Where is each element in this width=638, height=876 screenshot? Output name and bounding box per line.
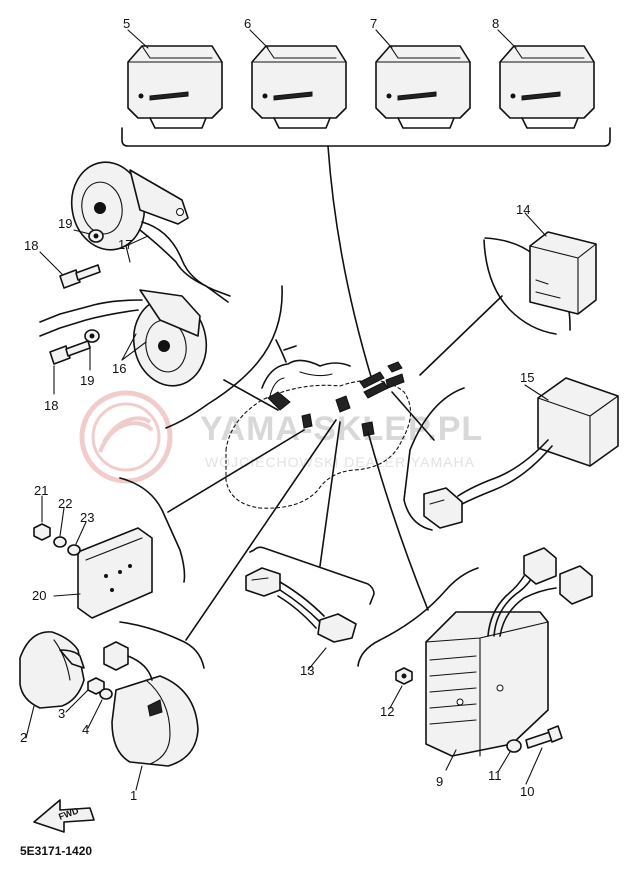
watermark-logo (79, 390, 173, 484)
rectifier-9 (357, 547, 593, 771)
callout-18-lower: 18 (44, 398, 58, 413)
callout-4: 4 (82, 722, 89, 737)
watermark: YAMA-SKLEP.PL WOJCIECHOWSKI DEALER YAMAH… (79, 390, 483, 484)
callout-13: 13 (300, 663, 314, 678)
callout-19-upper: 19 (58, 216, 72, 231)
callout-5: 5 (123, 16, 130, 31)
nuts-3-4 (65, 677, 113, 729)
callout-6: 6 (244, 16, 251, 31)
fuel-unit-1 (103, 621, 205, 791)
bolt-washer-lower (49, 329, 100, 395)
watermark-title: YAMA-SKLEP.PL (200, 410, 483, 448)
relay-group-bracket (121, 127, 611, 381)
horn-17 (70, 161, 231, 303)
callout-20: 20 (32, 588, 46, 603)
callout-16: 16 (112, 361, 126, 376)
watermark-subtitle: WOJCIECHOWSKI DEALER YAMAHA (205, 454, 475, 470)
license-bracket (119, 477, 186, 583)
callout-2: 2 (20, 730, 27, 745)
callout-18-upper: 18 (24, 238, 38, 253)
callout-23: 23 (80, 510, 94, 525)
callout-12: 12 (380, 704, 394, 719)
callout-8: 8 (492, 16, 499, 31)
callout-17: 17 (118, 237, 132, 252)
callout-7: 7 (370, 16, 377, 31)
callout-14: 14 (516, 202, 530, 217)
horn-16 (39, 289, 208, 387)
callout-11: 11 (488, 768, 502, 783)
callout-3: 3 (58, 706, 65, 721)
callout-9: 9 (436, 774, 443, 789)
diagram-code: 5E3171-1420 (20, 844, 92, 858)
relay-6 (251, 45, 347, 129)
fasteners-21-22-23 (33, 495, 87, 556)
control-unit-15 (391, 377, 619, 531)
fasteners-10-11-12 (389, 667, 563, 785)
horn-bracket (165, 285, 283, 429)
motorcycle-outline (225, 339, 412, 509)
license-plate-20 (53, 527, 153, 619)
fwd-arrow-icon: FWD (33, 799, 95, 833)
callout-19-lower: 19 (80, 373, 94, 388)
callout-22: 22 (58, 496, 72, 511)
leader-lines (167, 419, 429, 641)
callout-1: 1 (130, 788, 137, 803)
fuse-holder-13 (245, 546, 375, 671)
callout-21: 21 (34, 483, 48, 498)
relay-5 (127, 45, 223, 129)
relay-leaders (127, 29, 517, 49)
relay-7 (375, 45, 471, 129)
bolt-washer-upper (39, 229, 104, 289)
flasher-relay-14 (419, 212, 597, 376)
callout-15: 15 (520, 370, 534, 385)
callout-numbers: 5 6 7 8 14 15 19 18 17 16 19 18 21 22 23… (20, 16, 534, 803)
switch-2 (19, 631, 85, 739)
relay-8 (499, 45, 595, 129)
callout-10: 10 (520, 784, 534, 799)
